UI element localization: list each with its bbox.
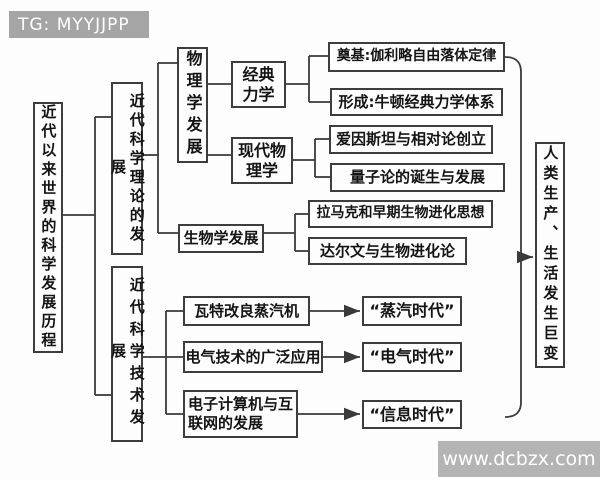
node-galileo-foundation: 奠基:伽利略自由落体定律 [328, 42, 505, 72]
node-information-age: “信息时代” [362, 400, 462, 429]
node-watt-steam-engine: 瓦特改良蒸汽机 [183, 296, 310, 326]
node-einstein-relativity: 爱因斯坦与相对论创立 [329, 125, 493, 154]
watermark: www.dcbzx.com [438, 441, 600, 477]
connector-right-brace [504, 56, 522, 418]
node-human-life-impact: 人类生产、生活发生巨变 [535, 142, 565, 368]
node-modern-science-theory: 近代科学理论的发展 [109, 82, 146, 255]
tg-badge: TG: MYYJJPP [9, 11, 149, 38]
node-physics-development: 物理学发展 [177, 47, 208, 163]
node-computer-internet: 电子计算机与互联网的发展 [183, 390, 298, 438]
node-quantum-theory: 量子论的诞生与发展 [330, 163, 505, 192]
node-newton-formation: 形成:牛顿经典力学体系 [330, 88, 503, 116]
node-steam-age: “蒸汽时代” [362, 296, 462, 326]
node-electric-age: “电气时代” [362, 342, 462, 372]
node-darwin-evolution: 达尔文与生物进化论 [308, 237, 467, 265]
node-electric-technology: 电气技术的广泛应用 [183, 341, 323, 373]
node-classical-mechanics: 经典力学 [231, 61, 286, 108]
node-lamarck-evolution: 拉马克和早期生物进化思想 [308, 200, 493, 228]
node-modern-physics: 现代物理学 [231, 137, 293, 184]
node-root: 近代以来世界的科学发展历程 [33, 102, 63, 353]
node-biology-development: 生物学发展 [178, 224, 264, 253]
node-modern-science-tech: 近代科学技术发展 [109, 266, 146, 442]
